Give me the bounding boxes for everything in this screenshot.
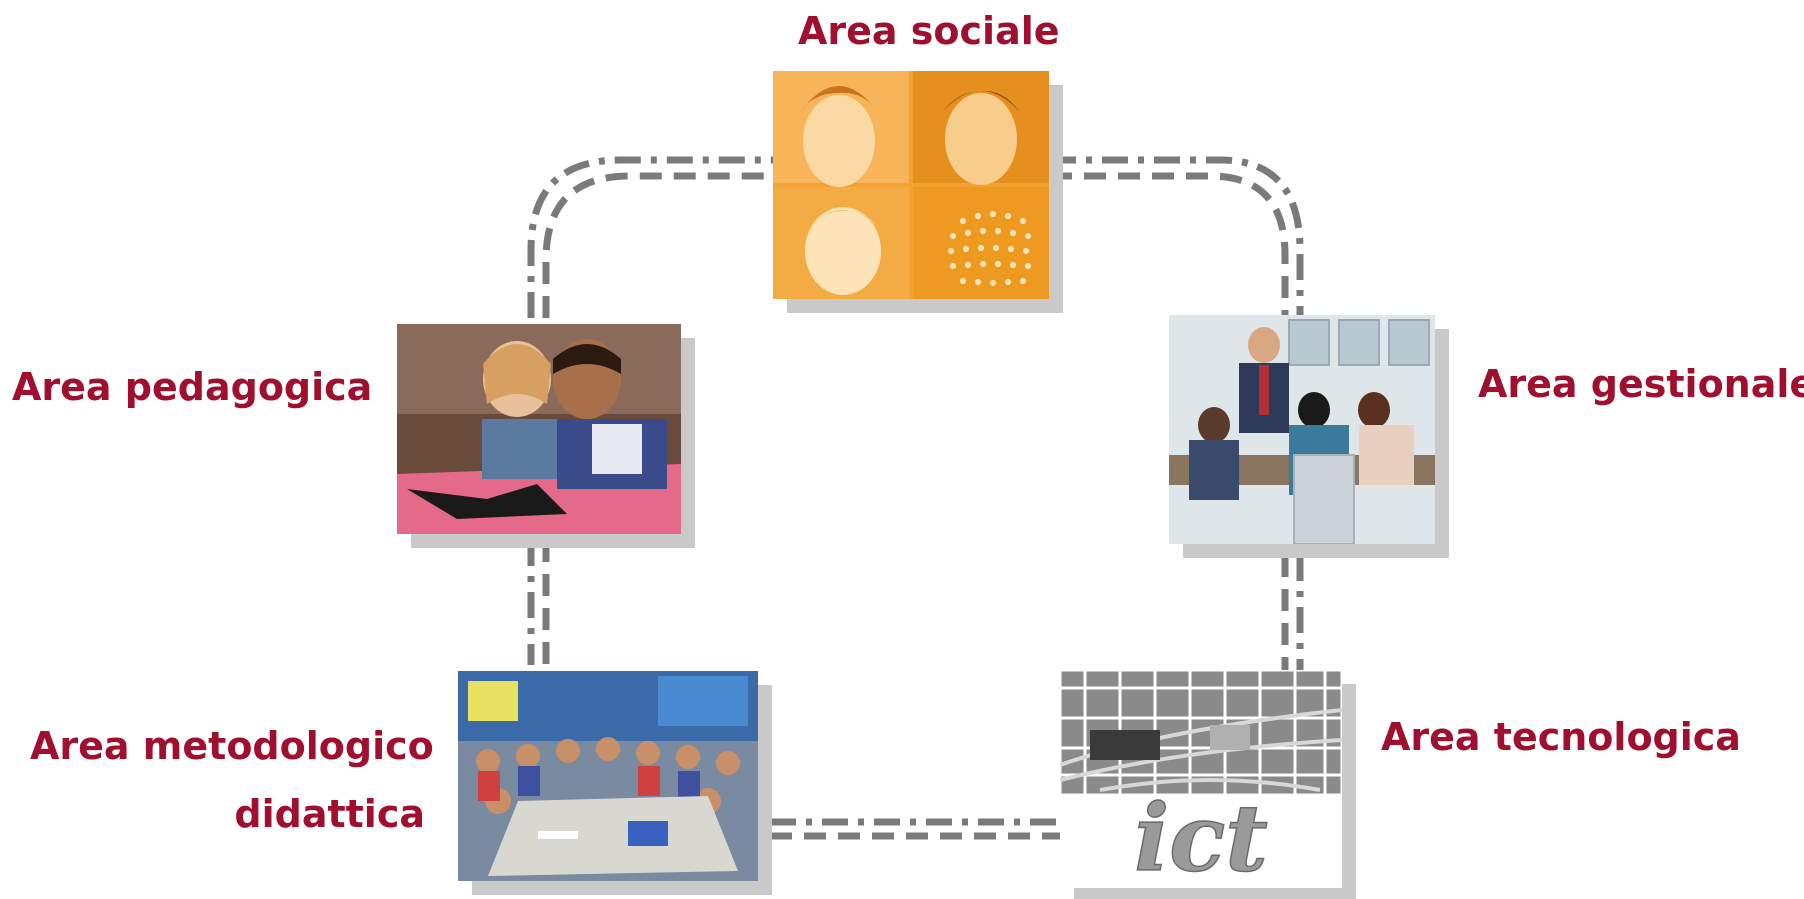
pedagogica-photo — [397, 324, 681, 534]
node-label-sociale: Area sociale — [798, 9, 1060, 53]
ict-network-icon: ict — [1060, 670, 1342, 888]
faces-collage-icon — [773, 71, 1049, 299]
node-label-metodologico-line1: Area metodologico — [30, 724, 434, 768]
tecnologica-photo: ict — [1060, 670, 1342, 888]
node-label-tecnologica: Area tecnologica — [1381, 715, 1741, 759]
business-meeting-icon — [1169, 315, 1435, 544]
ict-logo-text: ict — [1134, 784, 1267, 888]
metodologico-photo — [458, 671, 758, 881]
classroom-icon — [458, 671, 758, 881]
node-label-pedagogica: Area pedagogica — [12, 365, 373, 409]
gestionale-photo — [1169, 315, 1435, 544]
children-painting-icon — [397, 324, 681, 534]
node-label-metodologico-line2: didattica — [234, 792, 425, 836]
node-label-metodologico: Area metodologico didattica — [30, 724, 434, 836]
node-label-gestionale: Area gestionale — [1478, 362, 1804, 406]
sociale-photo — [773, 71, 1049, 299]
